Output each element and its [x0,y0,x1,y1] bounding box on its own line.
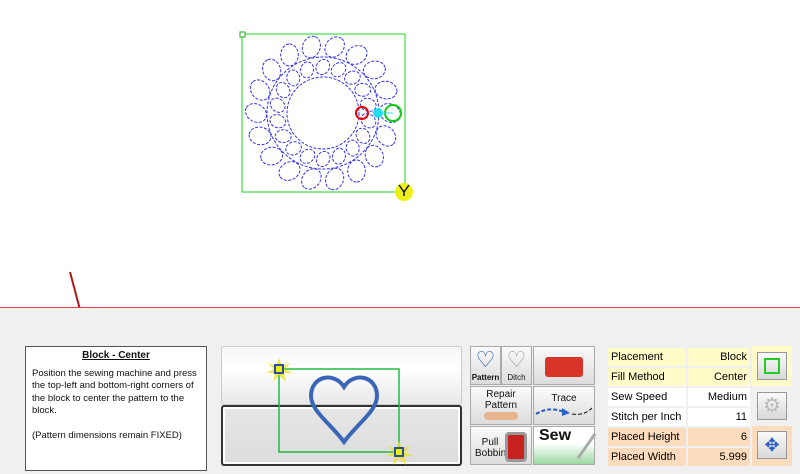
instructions-title: Block - Center [82,350,150,361]
feather-stitch [249,79,271,101]
placed-width-label: Placed Width [606,446,688,468]
spine-stitch [266,56,380,170]
block-placement-icon [764,358,780,374]
feather-stitch [278,161,301,181]
ditch-mode-button[interactable]: ♡ Ditch [501,346,532,385]
feather-stitch [280,43,299,67]
feather-stitch [245,103,267,123]
sew-speed-label: Sew Speed [606,386,688,408]
placement-value[interactable]: Block [686,346,752,368]
feather-stitch [330,62,347,78]
top-left-handle [239,31,246,38]
feather-stitch [260,146,284,166]
repair-label: Repair Pattern [484,389,518,411]
feather-stitch [315,150,331,168]
repair-pattern-button[interactable]: Repair Pattern [470,386,532,425]
trace-button[interactable]: Trace [533,386,595,425]
feather-stitch [315,58,331,76]
feather-stitch [344,70,361,85]
placed-height-label: Placed Height [606,426,688,448]
fill-method-label: Fill Method [606,366,688,388]
feather-wreath-pattern [245,35,401,191]
cursor-icon [398,184,410,196]
pull-bobbin-label: Pull Bobbin [475,437,507,459]
feather-stitch [285,141,302,156]
feather-stitch [362,60,386,80]
feather-stitch [248,126,272,146]
feather-stitch [355,127,371,144]
instructions-note: (Pattern dimensions remain FIXED) [32,429,182,441]
heart-outline-icon: ♡ [506,347,527,372]
sew-label: Sew [539,427,572,444]
feather-stitch [301,168,322,190]
expand-arrows-icon: ✥ [764,435,780,455]
toolbox-icon [545,357,583,377]
resize-options-button[interactable]: ✥ [757,431,787,459]
heart-icon: ♡ [475,347,496,372]
bobbin-icon [505,432,527,462]
placed-height-value[interactable]: 6 [686,426,752,448]
stitch-per-inch-label: Stitch per Inch [606,406,688,428]
stop-point-marker [355,106,369,120]
placement-label: Placement [606,346,688,368]
fill-method-value[interactable]: Center [686,366,752,388]
feather-stitch [345,45,368,65]
sew-settings-button[interactable]: ⚙ [757,392,787,420]
feather-stitch [347,159,366,183]
gear-icon: ⚙ [763,395,781,417]
trace-label: Trace [551,393,577,404]
feather-stitch [345,139,360,157]
instructions-box: Block - Center Position the sewing machi… [25,346,207,471]
block-outline [241,33,406,193]
feather-stitch [300,61,315,79]
feather-stitch [262,58,282,82]
feather-stitch [354,82,372,97]
pattern-label: Pattern [471,373,500,382]
feather-stitch [325,167,345,191]
sew-button[interactable]: Sew [533,426,597,465]
feather-stitch [269,114,287,129]
feather-stitch [286,69,301,87]
ditch-label: Ditch [507,373,526,382]
placed-width-value[interactable]: 5.999 [686,446,752,468]
instructions-body: Position the sewing machine and press th… [32,367,197,417]
placement-options-button[interactable] [757,352,787,380]
sew-speed-value[interactable]: Medium [686,386,752,408]
feather-stitch [301,35,321,59]
feather-stitch [299,148,316,164]
bottom-right-corner-button[interactable] [221,405,462,466]
divider-line [0,307,800,308]
feather-stitch [274,129,292,144]
bandage-icon [484,412,518,420]
feather-stitch [364,144,384,168]
pull-bobbin-button[interactable]: Pull Bobbin [470,426,532,465]
annotation-arrow [69,271,88,337]
feather-stitch [275,82,291,99]
trace-arrow-icon [535,407,593,416]
toolbox-button[interactable] [533,346,595,385]
stitch-per-inch-value[interactable]: 11 [686,406,752,428]
feather-stitch [324,36,345,58]
feather-stitch [331,147,346,165]
top-left-corner-button[interactable] [221,346,462,405]
pattern-canvas[interactable] [0,0,800,341]
pattern-mode-button[interactable]: ♡ Pattern [470,346,501,385]
spine-stitch [286,76,360,150]
